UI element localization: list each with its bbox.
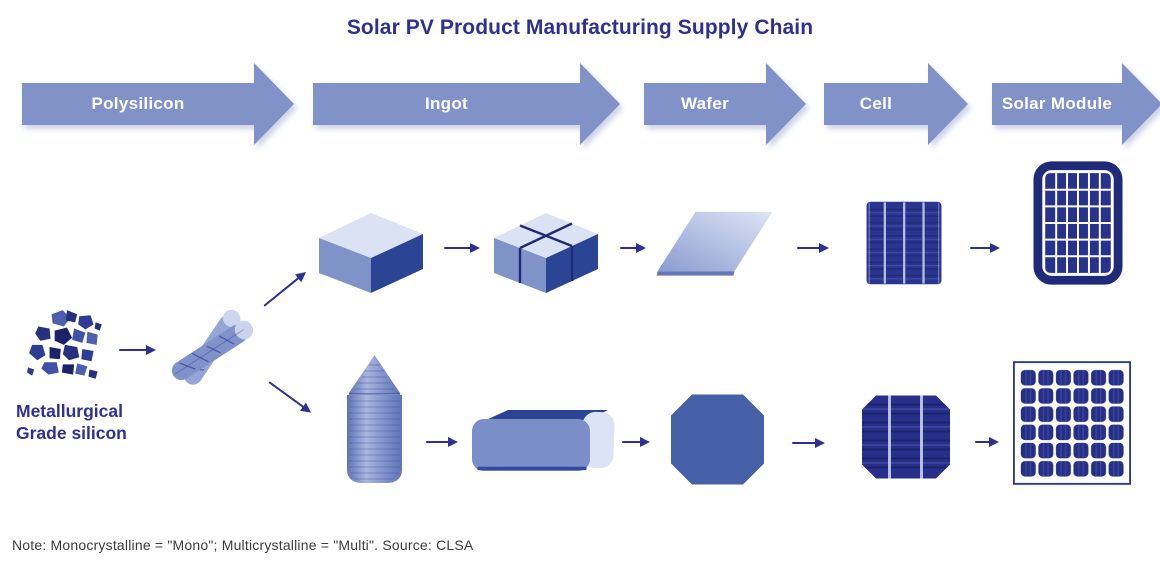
flow-arrow <box>622 436 650 448</box>
flow-arrow <box>426 436 458 448</box>
stage-arrow-wafer: Wafer <box>644 83 766 125</box>
stage-arrow-label: Ingot <box>424 94 469 113</box>
flow-arrow-branch-up <box>260 267 310 310</box>
feedstock-label-line2: Grade silicon <box>16 423 127 444</box>
mono-cell-icon <box>861 394 951 480</box>
flow-arrow-branch-down <box>265 377 314 417</box>
feedstock-label-line1: Metallurgical <box>16 401 123 421</box>
flow-arrow <box>975 436 999 448</box>
page-title: Solar PV Product Manufacturing Supply Ch… <box>346 16 814 39</box>
multi-ingot-cut-icon <box>488 206 604 294</box>
stage-arrow-ingot: Ingot <box>313 83 580 125</box>
polysilicon-rods-icon <box>164 302 264 395</box>
multi-wafer-icon <box>655 207 775 279</box>
stage-arrow-label: Solar Module <box>1001 94 1113 113</box>
feedstock-label: Metallurgical Grade silicon <box>16 400 127 445</box>
stage-arrow-label: Polysilicon <box>91 94 185 113</box>
stage-arrow-label: Wafer <box>680 94 730 113</box>
flow-arrow <box>620 242 646 254</box>
mono-wafer-icon <box>670 393 765 486</box>
mono-module-icon <box>1013 356 1131 490</box>
multi-ingot-cube-icon <box>313 206 429 294</box>
source-note: Note: Monocrystalline = "Mono"; Multicry… <box>12 537 474 553</box>
flow-arrow <box>797 242 829 254</box>
silicon-chunks-icon <box>26 306 112 392</box>
stage-arrow-polysilicon: Polysilicon <box>22 83 254 125</box>
flow-arrow <box>119 344 156 356</box>
flow-arrow <box>970 242 1000 254</box>
stage-arrow-solar-module: Solar Module <box>992 83 1122 125</box>
multi-cell-icon <box>864 201 944 285</box>
flow-arrow <box>792 437 825 449</box>
flow-arrow <box>444 242 480 254</box>
multi-module-icon <box>1033 160 1123 286</box>
mono-ingot-squared-icon <box>470 402 616 474</box>
stage-arrow-label: Cell <box>859 94 893 113</box>
stage-arrow-cell: Cell <box>824 83 928 125</box>
mono-ingot-cylinder-icon <box>341 353 408 493</box>
